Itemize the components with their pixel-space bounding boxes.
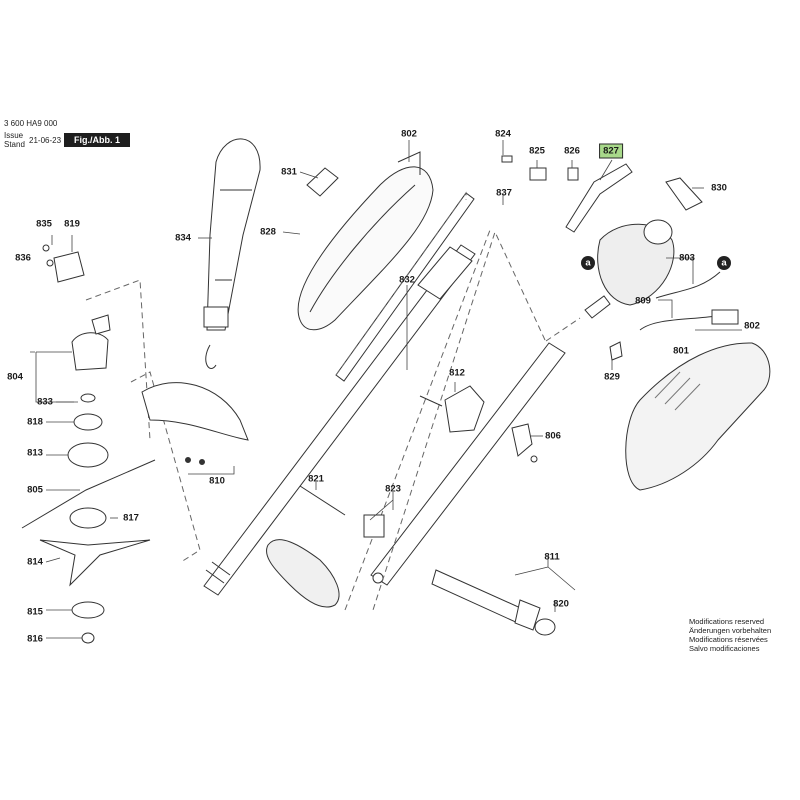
reference-a-left: a (585, 257, 591, 269)
part-label-809[interactable]: 809 (635, 295, 651, 307)
issue-date: 21-06-23 (29, 136, 62, 145)
housing-802-top (297, 166, 434, 331)
note-line-en: Modifications reserved (689, 617, 765, 626)
note-line-fr: Modifications réservées (689, 635, 768, 644)
part-label-817[interactable]: 817 (123, 512, 139, 524)
part-label-802-right[interactable]: 802 (744, 320, 760, 332)
part-label-825[interactable]: 825 (529, 145, 545, 157)
part-label-832[interactable]: 832 (399, 274, 415, 286)
shaft-832 (335, 192, 475, 382)
part-label-810[interactable]: 810 (209, 475, 225, 487)
part-label-835[interactable]: 835 (36, 218, 52, 230)
part-label-802[interactable]: 802 (401, 128, 417, 140)
bracket-827 (565, 163, 633, 233)
document-number: 3 600 HA9 000 (4, 119, 58, 128)
part-label-814[interactable]: 814 (27, 556, 43, 568)
part-label-831[interactable]: 831 (281, 166, 297, 178)
part-label-833[interactable]: 833 (37, 396, 53, 408)
part-label-801[interactable]: 801 (673, 345, 689, 357)
part-label-815[interactable]: 815 (27, 606, 43, 618)
note-line-de: Änderungen vorbehalten (689, 626, 772, 635)
part-label-834[interactable]: 834 (175, 232, 191, 244)
handle-812 (444, 385, 485, 433)
part-label-829[interactable]: 829 (604, 371, 620, 383)
part-label-816[interactable]: 816 (27, 633, 43, 645)
modification-notes: Modifications reserved Änderungen vorbeh… (689, 617, 771, 653)
figure-label: Fig./Abb. 1 (64, 133, 130, 147)
part-label-811[interactable]: 811 (544, 551, 560, 563)
part-label-812[interactable]: 812 (449, 367, 465, 379)
cover-830 (665, 177, 703, 211)
part-label-823[interactable]: 823 (385, 483, 401, 495)
part-label-804[interactable]: 804 (7, 371, 23, 383)
part-label-836[interactable]: 836 (15, 252, 31, 264)
part-label-827-highlighted[interactable]: 827 (599, 143, 623, 159)
part-label-805[interactable]: 805 (27, 484, 43, 496)
tube-837-upper (370, 342, 566, 586)
part-label-826[interactable]: 826 (564, 145, 580, 157)
part-label-821[interactable]: 821 (308, 473, 324, 485)
motor-803 (597, 223, 675, 306)
gearhead-804 (71, 332, 109, 371)
strap-834 (206, 138, 261, 331)
bar-811 (431, 569, 526, 625)
part-label-806[interactable]: 806 (545, 430, 561, 442)
head-819 (53, 251, 85, 283)
part-label-819[interactable]: 819 (64, 218, 80, 230)
part-label-828[interactable]: 828 (260, 226, 276, 238)
housing-802-right (625, 342, 771, 491)
reference-a-right: a (721, 257, 727, 269)
guard-810 (141, 382, 249, 441)
part-label-813[interactable]: 813 (27, 447, 43, 459)
blade-814 (39, 539, 151, 587)
part-label-830[interactable]: 830 (711, 182, 727, 194)
part-label-824[interactable]: 824 (495, 128, 511, 140)
part-label-803[interactable]: 803 (679, 252, 695, 264)
grip-823 (266, 539, 340, 608)
stand-label: Stand (4, 140, 25, 149)
reference-a-icon (581, 256, 731, 270)
note-line-es: Salvo modificaciones (689, 644, 760, 653)
issue-label: Issue (4, 131, 24, 140)
part-label-837[interactable]: 837 (496, 187, 512, 199)
part-label-818[interactable]: 818 (27, 416, 43, 428)
part-label-820[interactable]: 820 (553, 598, 569, 610)
plate-831 (306, 167, 339, 197)
